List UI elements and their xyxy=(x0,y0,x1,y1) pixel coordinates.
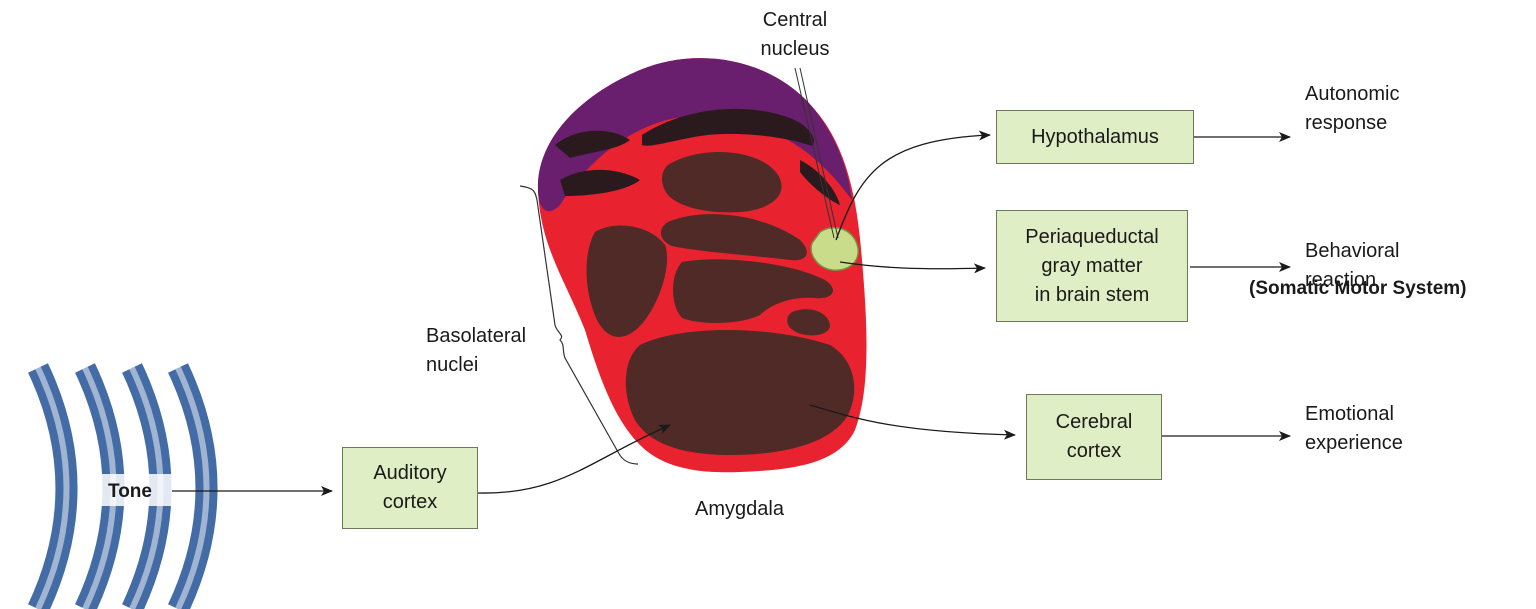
central-to-hypothalamus-arrow xyxy=(836,135,990,240)
amygdala-label: Amygdala xyxy=(695,495,784,524)
somatic-motor-system-label: (Somatic Motor System) xyxy=(1249,274,1466,303)
basolateral-nuclei-label: Basolateral nuclei xyxy=(426,322,526,380)
tone-label: Tone xyxy=(108,477,152,506)
hypothalamus-box: Hypothalamus xyxy=(996,110,1194,164)
emotional-experience-label: Emotional experience xyxy=(1305,400,1403,458)
periaqueductal-box: Periaqueductal gray matter in brain stem xyxy=(996,210,1188,322)
amygdala-illustration xyxy=(538,58,867,472)
cerebral-cortex-box: Cerebral cortex xyxy=(1026,394,1162,480)
nucleus-large-bottom xyxy=(626,330,854,455)
auditory-cortex-box: Auditory cortex xyxy=(342,447,478,529)
central-nucleus-label: Central nucleus xyxy=(750,6,840,64)
autonomic-response-label: Autonomic response xyxy=(1305,80,1400,138)
